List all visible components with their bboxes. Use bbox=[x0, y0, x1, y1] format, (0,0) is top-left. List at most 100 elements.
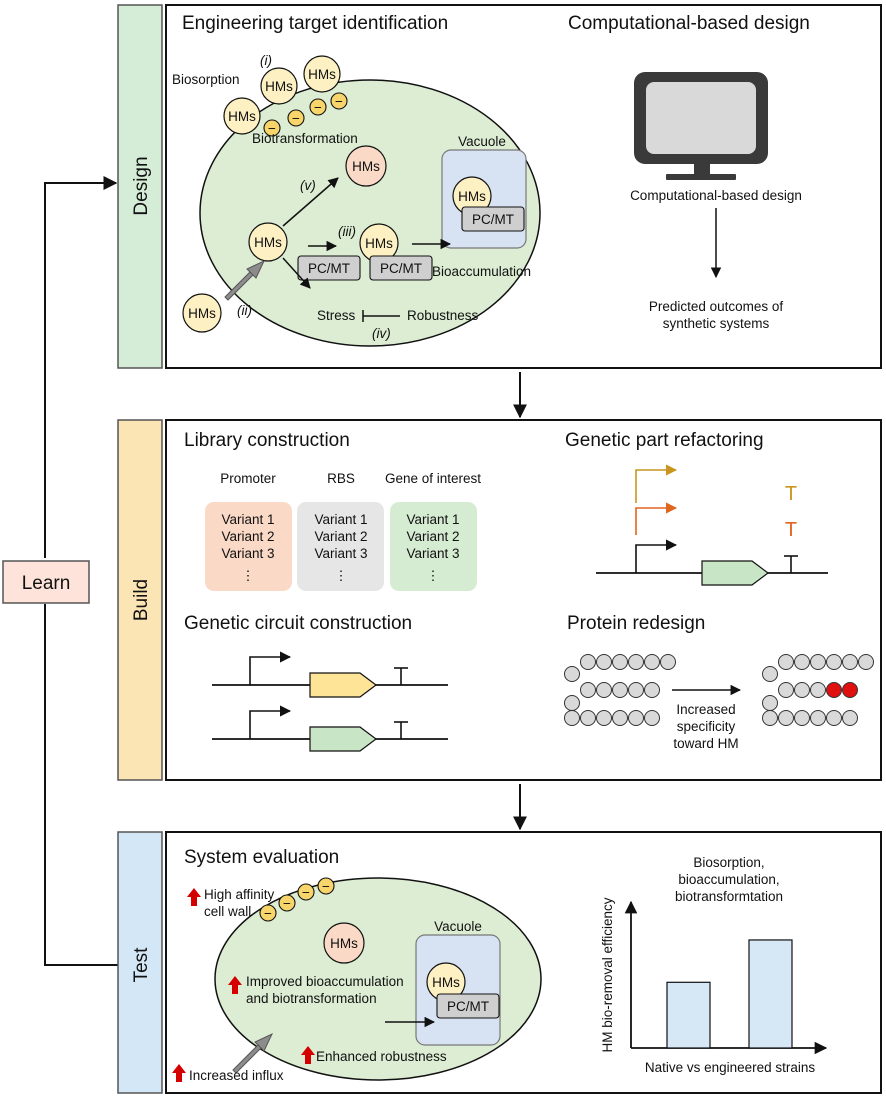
test-tab bbox=[117, 831, 163, 1094]
refactoring-title: Genetic part refactoring bbox=[565, 430, 764, 451]
negative-charge-row: − − − − bbox=[259, 877, 335, 922]
hm-label: HMs bbox=[228, 109, 256, 124]
chart-title-line3: biotransformtation bbox=[675, 889, 783, 904]
variant-item: Variant 1 bbox=[406, 512, 459, 527]
hm-ion bbox=[303, 55, 341, 93]
residue-mutated bbox=[842, 682, 858, 698]
column-header: Gene of interest bbox=[385, 471, 481, 486]
variant-item: Variant 1 bbox=[221, 512, 274, 527]
increased-influx: Increased influx bbox=[189, 1068, 284, 1083]
residue bbox=[580, 710, 596, 726]
hm-transformed bbox=[323, 922, 365, 964]
cell bbox=[199, 79, 541, 347]
genetic-circuit bbox=[212, 651, 448, 698]
residue bbox=[762, 710, 778, 726]
build-panel: Build Library construction Genetic part … bbox=[117, 419, 882, 781]
test-tab-label: Test bbox=[131, 947, 152, 983]
residue-mutated bbox=[826, 682, 842, 698]
residue bbox=[778, 710, 794, 726]
gene-of-interest bbox=[701, 560, 769, 586]
residue bbox=[628, 654, 644, 670]
influx-arrow bbox=[232, 1032, 274, 1074]
svg-text:PC/MT: PC/MT bbox=[380, 261, 422, 276]
label-v: (v) bbox=[300, 178, 316, 193]
svg-text:−: − bbox=[283, 896, 291, 911]
hm-label: HMs bbox=[330, 936, 358, 951]
variant-item: Variant 3 bbox=[406, 546, 459, 561]
learn-loop: Learn bbox=[2, 176, 118, 966]
hm-label: HMs bbox=[308, 67, 336, 82]
up-arrow-icon bbox=[301, 1046, 315, 1064]
variant-more: ⋮ bbox=[426, 568, 440, 583]
promoter-arrow bbox=[635, 539, 678, 573]
negative-charge bbox=[297, 883, 315, 901]
high-affinity-line1: High affinity bbox=[204, 887, 275, 902]
residue bbox=[564, 695, 580, 711]
biosorption-label: Biosorption bbox=[172, 72, 240, 87]
residue bbox=[628, 710, 644, 726]
residue bbox=[842, 654, 858, 670]
build-frame bbox=[165, 419, 882, 781]
pc-mt-box bbox=[436, 993, 500, 1019]
gene-green bbox=[309, 726, 377, 752]
removal-efficiency-chart: Biosorption, bioaccumulation, biotransfo… bbox=[600, 855, 828, 1075]
residue bbox=[794, 710, 810, 726]
svg-text:−: − bbox=[302, 885, 310, 900]
hm-label: HMs bbox=[432, 975, 460, 990]
protein-caption-3: toward HM bbox=[673, 736, 738, 751]
refactoring-construct: T T bbox=[596, 464, 828, 586]
negative-charge bbox=[263, 119, 281, 137]
residue bbox=[810, 682, 826, 698]
improved-line1: Improved bioaccumulation bbox=[246, 974, 404, 989]
residue bbox=[810, 654, 826, 670]
residue bbox=[858, 654, 874, 670]
residue bbox=[778, 654, 794, 670]
promoter-arrow-gold bbox=[635, 464, 678, 503]
residue bbox=[580, 654, 596, 670]
protein-caption-2: specificity bbox=[677, 719, 736, 734]
svg-text:−: − bbox=[322, 879, 330, 894]
residue bbox=[794, 682, 810, 698]
bars bbox=[666, 939, 793, 1049]
up-arrow-icon bbox=[172, 1064, 186, 1082]
influx-arrow bbox=[224, 259, 266, 301]
hm-label: HMs bbox=[188, 306, 216, 321]
design-tab-label: Design bbox=[131, 156, 152, 215]
residue bbox=[596, 710, 612, 726]
protein-chain-redesigned bbox=[762, 654, 874, 726]
svg-text:PC/MT: PC/MT bbox=[447, 999, 489, 1014]
circuit-title: Genetic circuit construction bbox=[184, 613, 412, 634]
residue bbox=[644, 682, 660, 698]
enhanced-robustness: Enhanced robustness bbox=[316, 1049, 447, 1064]
negative-charge bbox=[317, 877, 335, 895]
pc-mt-box bbox=[461, 206, 525, 232]
terminator-orange: T bbox=[785, 519, 797, 541]
hm-ion bbox=[182, 293, 222, 333]
residue bbox=[826, 654, 842, 670]
predicted-line2: synthetic systems bbox=[663, 316, 770, 331]
svg-text:PC/MT: PC/MT bbox=[472, 212, 514, 227]
hm-label: HMs bbox=[254, 235, 282, 250]
up-arrow-icon bbox=[228, 976, 242, 994]
residue bbox=[660, 654, 676, 670]
build-tab bbox=[117, 419, 163, 781]
test-panel: Test System evaluation − − − − High affi… bbox=[117, 831, 882, 1094]
negative-charge bbox=[259, 904, 277, 922]
build-tab-label: Build bbox=[131, 579, 152, 621]
label-iv: (iv) bbox=[372, 326, 391, 341]
residue bbox=[842, 710, 858, 726]
protein-title: Protein redesign bbox=[567, 613, 705, 634]
vacuole-label: Vacuole bbox=[434, 919, 482, 934]
residue bbox=[564, 666, 580, 682]
protein-caption-1: Increased bbox=[676, 702, 735, 717]
hm-ion bbox=[248, 222, 288, 262]
residue bbox=[762, 666, 778, 682]
variant-item: Variant 1 bbox=[314, 512, 367, 527]
hm-label: HMs bbox=[352, 159, 380, 174]
residue bbox=[612, 710, 628, 726]
goi-column bbox=[390, 502, 477, 591]
negative-charge bbox=[309, 98, 327, 116]
svg-text:−: − bbox=[314, 100, 322, 115]
svg-text:−: − bbox=[292, 111, 300, 126]
residue bbox=[628, 682, 644, 698]
